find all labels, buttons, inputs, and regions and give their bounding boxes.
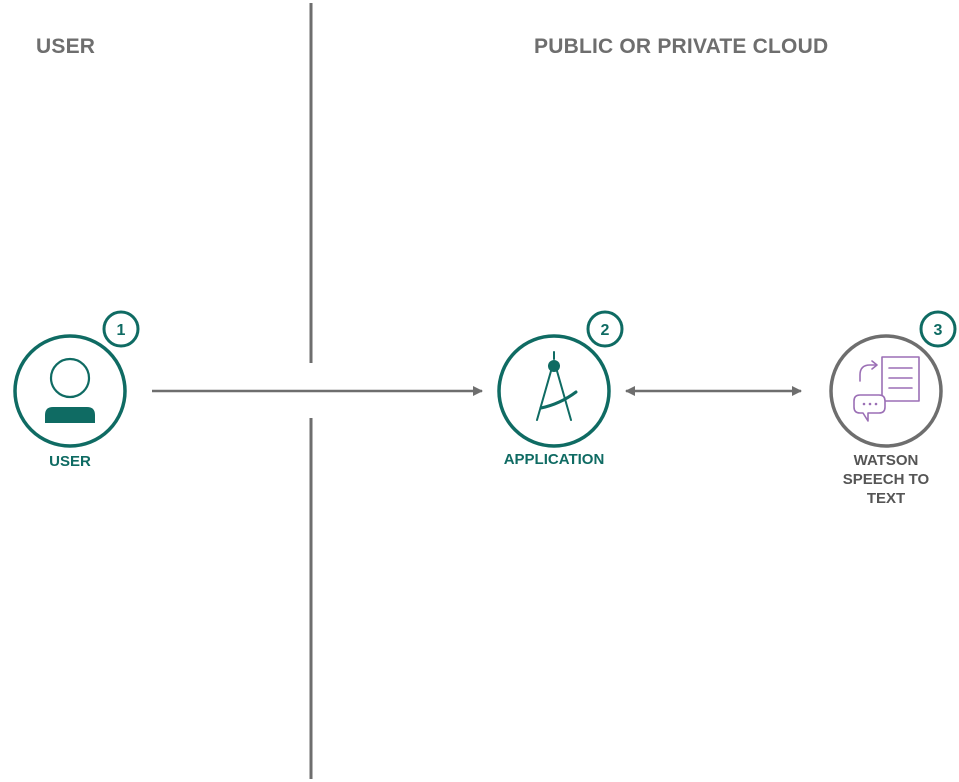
- user-icon: [45, 357, 95, 423]
- node-watson: 3: [829, 310, 957, 448]
- watson-label-line-2: SPEECH TO: [842, 471, 930, 488]
- drafting-compass-icon: [536, 351, 578, 421]
- node-user: 1: [13, 310, 140, 448]
- step-badge-1: 1: [102, 310, 140, 348]
- zone-title-cloud: PUBLIC OR PRIVATE CLOUD: [534, 35, 829, 58]
- speech-to-text-icon: [853, 356, 920, 422]
- node-application: 2: [497, 310, 624, 448]
- watson-label-line-1: WATSON: [853, 452, 919, 469]
- user-node-circle: [13, 334, 127, 448]
- step-number-3: 3: [934, 322, 943, 339]
- node-label-application: APPLICATION: [503, 451, 605, 468]
- node-label-watson: WATSON SPEECH TO TEXT: [816, 451, 956, 508]
- step-badge-3: 3: [919, 310, 957, 348]
- step-number-1: 1: [117, 322, 126, 339]
- application-node-circle: [497, 334, 611, 448]
- node-label-user: USER: [49, 453, 91, 470]
- watson-label-line-3: TEXT: [866, 490, 906, 507]
- step-badge-2: 2: [586, 310, 624, 348]
- zone-title-user: USER: [36, 35, 96, 58]
- step-number-2: 2: [601, 322, 610, 339]
